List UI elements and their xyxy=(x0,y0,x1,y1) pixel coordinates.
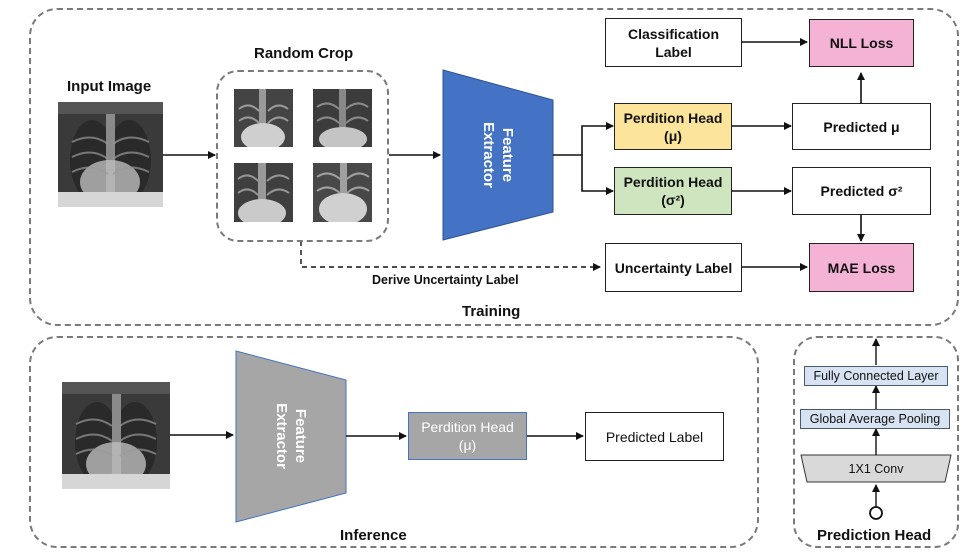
fe-inf-line1: Feature xyxy=(292,408,309,464)
predicted-label-box: Predicted Label xyxy=(585,412,724,461)
crop-image-1 xyxy=(234,89,293,147)
conv-trapezoid-shape xyxy=(800,454,952,483)
predicted-sigma-box: Predicted σ² xyxy=(792,167,931,215)
feature-extractor-inference-label: Feature Extractor xyxy=(272,386,310,486)
head-sigma-line1: Perdition Head xyxy=(623,174,723,190)
gap-layer-text: Global Average Pooling xyxy=(809,412,941,426)
crop-image-3 xyxy=(234,163,293,222)
fe-inf-line2: Extractor xyxy=(273,403,290,469)
arrow-derive-uncertainty xyxy=(300,241,601,271)
arrow-extractor-split xyxy=(553,122,614,156)
head-mu-line2: (μ) xyxy=(664,127,682,144)
nll-loss-box: NLL Loss xyxy=(809,19,914,67)
random-crop-label: Random Crop xyxy=(254,45,354,62)
inference-region xyxy=(29,336,759,548)
fc-layer-text: Fully Connected Layer xyxy=(813,369,939,383)
predicted-sigma-text: Predicted σ² xyxy=(820,183,903,199)
inf-head-line1: Perdition Head xyxy=(421,419,514,435)
crop-image-2 xyxy=(313,89,372,147)
feature-extractor-training-shape xyxy=(442,69,554,241)
perdition-head-mu[interactable]: Perdition Head (μ) xyxy=(614,103,732,150)
perdition-head-inference[interactable]: Perdition Head (μ) xyxy=(408,412,527,460)
conv-1x1-label: 1X1 Conv xyxy=(801,455,951,482)
fe-train-line1: Feature xyxy=(499,127,516,183)
training-title: Training xyxy=(462,303,521,320)
fe-train-line2: Extractor xyxy=(480,122,497,188)
arrow-extractor-to-sigma xyxy=(581,155,614,195)
uncertainty-label-box: Uncertainty Label xyxy=(605,243,742,292)
predicted-mu-box: Predicted μ xyxy=(792,103,931,150)
crop-image-4 xyxy=(313,163,372,222)
random-crop-group xyxy=(216,70,389,242)
inf-head-line2: (μ) xyxy=(458,437,477,453)
predicted-label-text: Predicted Label xyxy=(605,428,704,445)
conv-layer-text: 1X1 Conv xyxy=(848,461,904,476)
training-region xyxy=(29,8,959,326)
prediction-head-title: Prediction Head xyxy=(817,527,932,544)
inference-xray-image xyxy=(62,382,170,489)
fully-connected-layer-box: Fully Connected Layer xyxy=(804,366,948,386)
feature-extractor-training-label: Feature Extractor xyxy=(479,105,517,205)
class-label-line1: Classification xyxy=(627,25,720,42)
prediction-head-region xyxy=(793,336,959,548)
head-mu-line1: Perdition Head xyxy=(623,109,723,126)
classification-label-box: Classification Label xyxy=(605,18,742,67)
mae-loss-box: MAE Loss xyxy=(809,243,914,292)
predicted-mu-text: Predicted μ xyxy=(823,118,900,135)
feature-extractor-inference-shape xyxy=(235,350,347,523)
perdition-head-sigma[interactable]: Perdition Head (σ²) xyxy=(614,167,732,215)
head-sigma-line2: (σ²) xyxy=(661,192,685,208)
global-average-pooling-box: Global Average Pooling xyxy=(800,409,950,429)
input-image-label: Input Image xyxy=(67,78,152,95)
input-xray-image xyxy=(58,102,163,207)
derive-uncertainty-text: Derive Uncertainty Label xyxy=(372,273,519,287)
mae-loss-text: MAE Loss xyxy=(827,259,896,276)
nll-loss-text: NLL Loss xyxy=(829,35,894,51)
inference-title: Inference xyxy=(340,527,407,544)
class-label-line2: Label xyxy=(655,43,692,60)
uncertainty-label-text: Uncertainty Label xyxy=(614,259,733,276)
